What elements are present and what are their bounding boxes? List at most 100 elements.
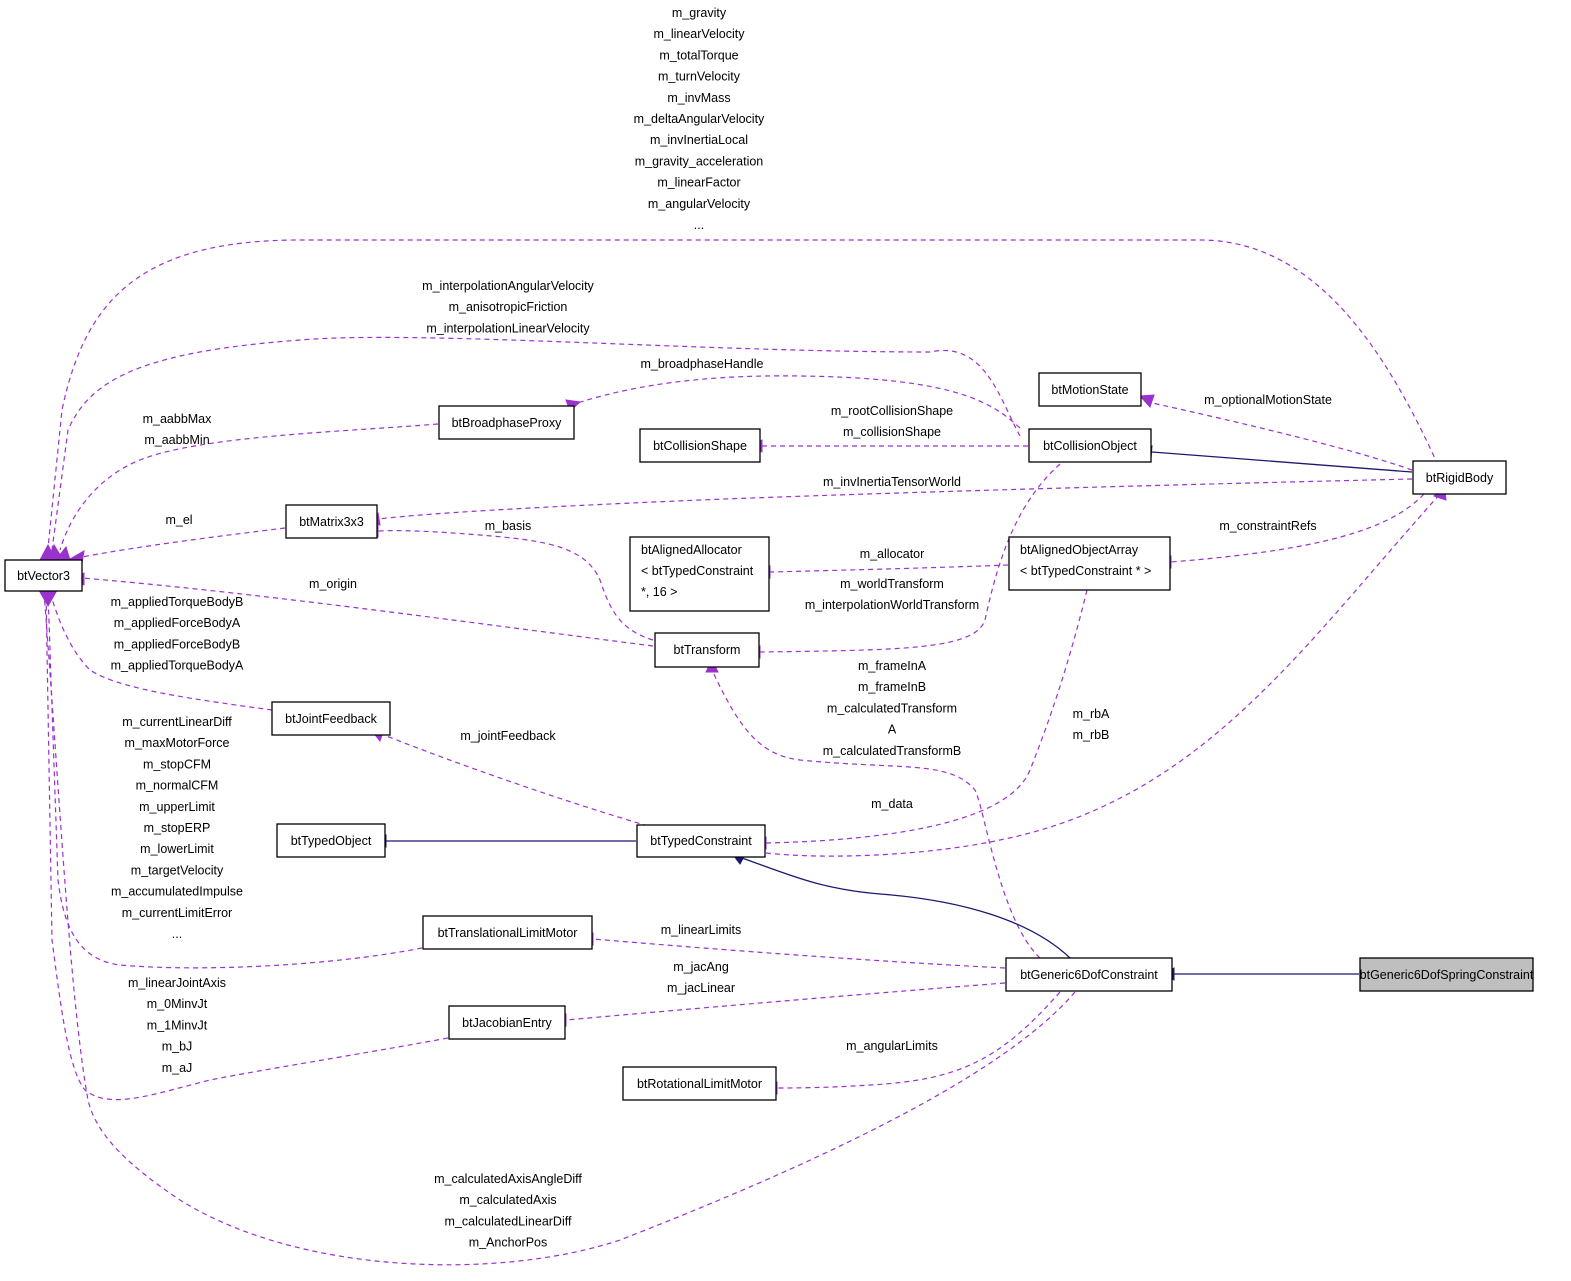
text-line: *, 16 >	[641, 585, 678, 599]
arrowhead-vector3-f	[39, 591, 57, 608]
edge-matrix3x3-vector3	[81, 527, 286, 558]
node-label: btGeneric6DofConstraint	[1020, 968, 1158, 982]
edge-translational-vector3	[47, 591, 423, 969]
text-line: m_AnchorPos	[469, 1236, 548, 1250]
node-btTypedConstraint[interactable]: btTypedConstraint	[636, 824, 766, 858]
text-line: btRotationalLimitMotor	[637, 1077, 762, 1091]
text-line: m_accumulatedImpulse	[111, 885, 243, 899]
text-line: m_totalTorque	[659, 48, 738, 62]
usage-edges	[43, 239, 1441, 1266]
node-btTranslationalLimitMotor[interactable]: btTranslationalLimitMotor	[422, 915, 593, 950]
node-btRotationalLimitMotor[interactable]: btRotationalLimitMotor	[622, 1066, 777, 1101]
node-label: btTransform	[674, 643, 741, 657]
edge-generic6dof-jacobian	[565, 982, 1006, 1021]
node-btMatrix3x3[interactable]: btMatrix3x3	[285, 504, 378, 539]
node-label: btAlignedAllocator < btTypedConstraint *, …	[641, 543, 754, 599]
node-btJointFeedback[interactable]: btJointFeedback	[271, 701, 391, 736]
edge-generic6dof-transform	[711, 669, 1041, 959]
text-line: btCollisionObject	[1043, 439, 1137, 453]
text-line: m_rbB	[1073, 728, 1110, 742]
node-label: btVector3	[17, 569, 70, 583]
text-line: btAlignedObjectArray	[1020, 543, 1139, 557]
node-btGeneric6DofConstraint[interactable]: btGeneric6DofConstraint	[1005, 957, 1173, 992]
text-line: m_rootCollisionShape	[831, 404, 953, 418]
node-label: btRotationalLimitMotor	[637, 1077, 762, 1091]
text-line: m_data	[871, 797, 913, 811]
node-label: btCollisionShape	[653, 439, 747, 453]
node-btBroadphaseProxy[interactable]: btBroadphaseProxy	[438, 405, 575, 440]
edge-typedconstraint-rigidbody	[765, 493, 1441, 857]
label-rb: m_rbA m_rbB	[1073, 707, 1110, 742]
edge-generic6dof-translational	[592, 938, 1006, 969]
node-label: btTypedObject	[291, 834, 372, 848]
text-line: m_linearLimits	[661, 923, 742, 937]
text-line: m_appliedTorqueBodyB	[111, 595, 244, 609]
node-btCollisionObject[interactable]: btCollisionObject	[1028, 428, 1152, 463]
text-line: m_stopERP	[144, 821, 211, 835]
arrowhead-motionstate	[1138, 394, 1155, 408]
text-line: btMatrix3x3	[299, 515, 364, 529]
text-line: m_calculatedLinearDiff	[445, 1214, 572, 1228]
node-btRigidBody[interactable]: btRigidBody	[1412, 460, 1507, 495]
text-line: m_aabbMax	[143, 412, 213, 426]
text-line: m_invMass	[667, 91, 730, 105]
text-line: m_gravity	[672, 6, 727, 20]
edge-collisionobject-broadphaseproxy	[567, 375, 1021, 429]
text-line: m_upperLimit	[139, 800, 215, 814]
text-line: m_constraintRefs	[1219, 519, 1316, 533]
text-line: m_calculatedTransformB	[823, 744, 961, 758]
text-line: m_bJ	[162, 1040, 193, 1054]
node-btCollisionShape[interactable]: btCollisionShape	[639, 428, 761, 463]
text-line: btTransform	[674, 643, 741, 657]
label-origin: m_origin	[309, 577, 357, 591]
text-line: btAlignedAllocator	[641, 543, 742, 557]
text-line: btTypedObject	[291, 834, 372, 848]
text-line: ...	[694, 218, 704, 232]
text-line: btTypedConstraint	[650, 834, 752, 848]
text-line: m_appliedForceBodyA	[114, 616, 241, 630]
text-line: < btTypedConstraint * >	[1020, 564, 1151, 578]
edge-alignedobjectarray-typedconstraint	[765, 589, 1088, 844]
label-optional-motion-state: m_optionalMotionState	[1204, 393, 1332, 407]
text-line: < btTypedConstraint	[641, 564, 754, 578]
node-btTypedObject[interactable]: btTypedObject	[276, 823, 386, 858]
text-line: m_invInertiaTensorWorld	[823, 475, 961, 489]
label-linear-limits: m_linearLimits	[661, 923, 742, 937]
node-btTransform[interactable]: btTransform	[654, 632, 760, 668]
edge-rigidbody-alignedobjectarray	[1170, 493, 1425, 563]
node-btVector3[interactable]: btVector3	[4, 559, 83, 592]
text-line: m_rbA	[1073, 707, 1110, 721]
node-btAlignedAllocator[interactable]: btAlignedAllocator < btTypedConstraint *, …	[629, 536, 770, 612]
text-line: btBroadphaseProxy	[452, 416, 563, 430]
edge-generic6dof-vector3	[43, 591, 1076, 1266]
text-line: m_calculatedAxisAngleDiff	[434, 1172, 582, 1186]
label-broadphase-handle: m_broadphaseHandle	[640, 357, 763, 371]
node-label: btAlignedObjectArray < btTypedConstraint …	[1020, 543, 1151, 578]
node-btJacobianEntry[interactable]: btJacobianEntry	[448, 1005, 566, 1040]
text-line: m_1MinvJt	[147, 1018, 208, 1032]
label-el: m_el	[165, 513, 192, 527]
node-label: btRigidBody	[1426, 471, 1494, 485]
node-btAlignedObjectArray[interactable]: btAlignedObjectArray < btTypedConstraint …	[1008, 536, 1171, 591]
node-label: btMatrix3x3	[299, 515, 364, 529]
text-line: m_frameInA	[858, 659, 927, 673]
node-label: btCollisionObject	[1043, 439, 1137, 453]
text-line: m_jointFeedback	[460, 729, 556, 743]
edge-transform-vector3	[81, 577, 654, 647]
node-label: btJacobianEntry	[462, 1016, 552, 1030]
node-label: btTypedConstraint	[650, 834, 752, 848]
text-line: ...	[172, 927, 182, 941]
text-line: m_frameInB	[858, 680, 926, 694]
node-btMotionState[interactable]: btMotionState	[1038, 372, 1142, 407]
text-line: A	[888, 723, 897, 737]
node-btGeneric6DofSpringConstraint[interactable]: btGeneric6DofSpringConstraint	[1359, 957, 1534, 992]
text-line: m_interpolationLinearVelocity	[426, 321, 590, 335]
text-line: btTranslationalLimitMotor	[438, 926, 578, 940]
